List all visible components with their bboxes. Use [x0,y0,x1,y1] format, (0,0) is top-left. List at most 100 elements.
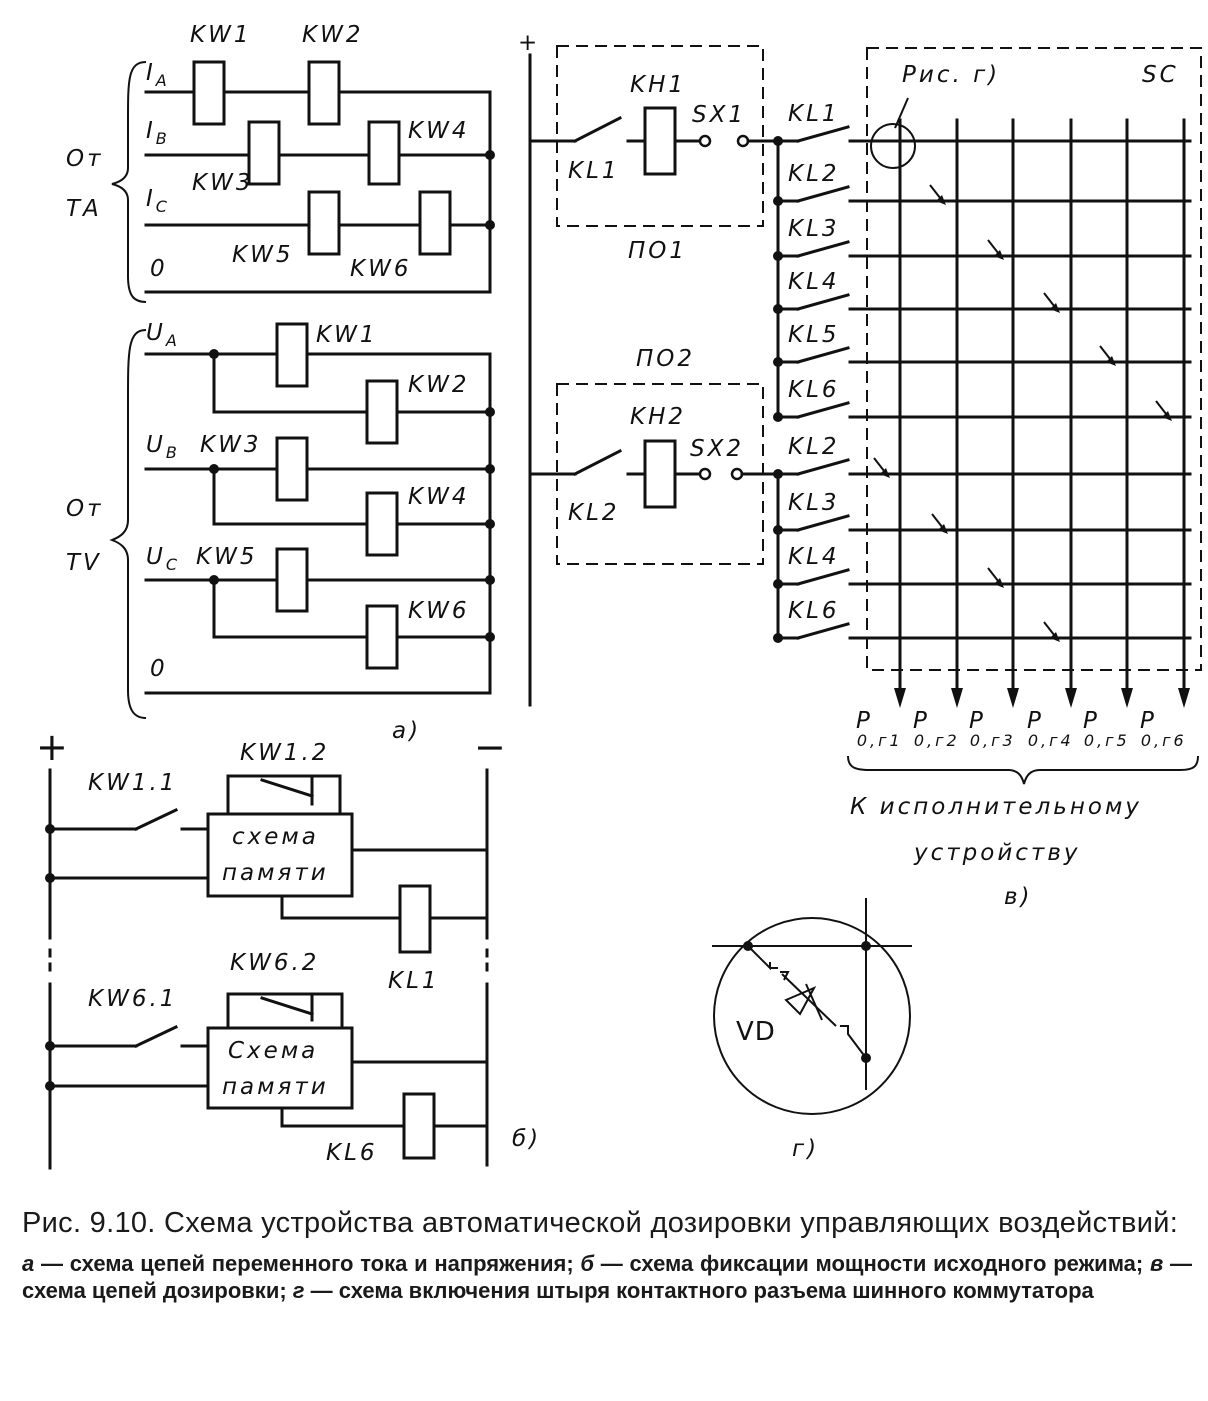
relay-kw5-v-coil [275,547,309,613]
ris-g-label: Рис. г) [902,62,1000,88]
input-ic: IC [146,186,170,216]
kl2-contact-label: KL2 [568,500,620,526]
relay-kw6-coil [418,190,452,256]
panel-a-ac-circuits: IA IB IC 0 От ТА KW1 KW2 KW3 KW4 KW5 KW6 [66,22,495,744]
memory-1-line2: памяти [222,860,329,886]
panel-b-power-fixation: + − схема памяти KW1.1 KW1.2 KL1 [36,725,541,1170]
input-ib: IB [146,118,170,148]
to-device-2: устройству [913,840,1080,866]
caption-key-v: в [1149,1251,1164,1276]
label-kw3-v: KW3 [200,432,261,458]
kl-group1-contact-4: KL4 [788,269,840,295]
relay-kw1-v-coil [275,322,309,388]
panel-v-label: в) [1004,884,1033,910]
kl-group2-contact-4: KL6 [788,598,840,624]
kl-group1-contact-1: KL1 [788,101,840,127]
from-tv-label-1: От [66,496,104,522]
input-zero-ta: 0 [150,256,168,282]
kh2-label: KH2 [630,404,686,430]
label-kw2: KW2 [302,22,363,48]
input-ub: UB [146,432,180,462]
vd-label: VD [736,1017,776,1047]
panel-v-dosing-circuits: + KL1 KH1 SX1 ПО1 KL2 KH2 SX2 ПО2 KL1KL2… [518,30,1202,910]
memory-1-line1: схема [232,824,319,850]
label-kw4: KW4 [408,118,469,144]
relay-kw5-coil [307,190,341,256]
caption-key-g: г [292,1278,305,1303]
label-kw4-v: KW4 [408,484,469,510]
panel-g-pin-connection: VD г) [712,898,912,1162]
caption-key-a: а [22,1251,35,1276]
caption-title: Рис. 9.10. Схема устройства автоматическ… [22,1207,1179,1239]
caption-key-b: б [580,1251,594,1276]
caption-text-g: — схема включения штыря контактного разъ… [304,1278,1094,1303]
caption-text-a: — схема цепей переменного тока и напряже… [34,1251,581,1276]
po1-label: ПО1 [628,238,687,264]
kh1-label: KH1 [630,72,686,98]
relay-kw3-v-coil [275,436,309,502]
kl-group2-contact-1: KL2 [788,434,840,460]
kh1-coil [643,106,677,176]
kl-group2-contact-3: KL4 [788,544,840,570]
input-zero-tv: 0 [150,656,168,682]
relay-kw4-coil [367,120,401,186]
from-tv-label-2: TV [66,550,102,576]
memory-6-line1: Схема [228,1038,318,1064]
minus-sign-b: − [474,725,509,769]
kw1-1-label: KW1.1 [88,770,177,796]
relay-kw2-coil [307,60,341,126]
kl-group1-contact-5: KL5 [788,322,840,348]
relay-kw3-coil [247,120,281,186]
kl1-contact-label: KL1 [568,158,620,184]
kl-group1-contact-6: KL6 [788,377,840,403]
relay-kw6-v-coil [365,604,399,670]
kl1-coil-b [398,884,432,954]
kw6-1-label: KW6.1 [88,986,177,1012]
memory-6-line2: памяти [222,1074,329,1100]
panel-a-label: а) [392,718,421,744]
label-kw5: KW5 [232,242,293,268]
memory-circuit-1 [206,812,354,898]
relay-kw2-v-coil [365,379,399,445]
label-kw6-v: KW6 [408,598,469,624]
kl-group1-contact-3: KL3 [788,216,840,242]
label-kw3: KW3 [192,170,253,196]
kl-group1-contact-2: KL2 [788,161,840,187]
input-uc: UC [146,544,180,574]
schematic-figure: IA IB IC 0 От ТА KW1 KW2 KW3 KW4 KW5 KW6 [36,22,1202,1170]
brace-tv [109,329,147,719]
plus-sign-v: + [518,30,540,56]
po2-label: ПО2 [636,346,695,372]
from-ta-label-2: ТА [66,196,102,222]
caption-text-v: — схема цепей дозировки; [22,1251,1192,1303]
sc-box [866,47,1202,671]
kl6-label-b: KL6 [326,1140,378,1166]
memory-circuit-6 [206,1026,354,1110]
panel-b-label: б) [512,1126,541,1152]
to-device-1: К исполнительному [850,794,1142,820]
label-kw1: KW1 [190,22,251,48]
sx2-label: SX2 [690,436,744,462]
input-ia: IA [146,60,170,90]
pin-circle [713,917,911,1115]
output-brace [847,755,1199,785]
brace-ta [111,61,147,303]
sc-label: SC [1142,62,1179,88]
po1-box [556,45,764,227]
from-ta-label-1: От [66,146,104,172]
sx1-label: SX1 [692,102,746,128]
plus-sign-b: + [36,725,71,769]
kh2-coil [643,439,677,509]
relay-kw1-coil [192,60,226,126]
label-kw5-v: KW5 [196,544,257,570]
relay-kw4-v-coil [365,491,399,557]
kl-group2-contact-2: KL3 [788,490,840,516]
input-ua: UA [146,320,180,350]
label-kw2-v: KW2 [408,372,469,398]
label-kw1-v: KW1 [316,322,377,348]
